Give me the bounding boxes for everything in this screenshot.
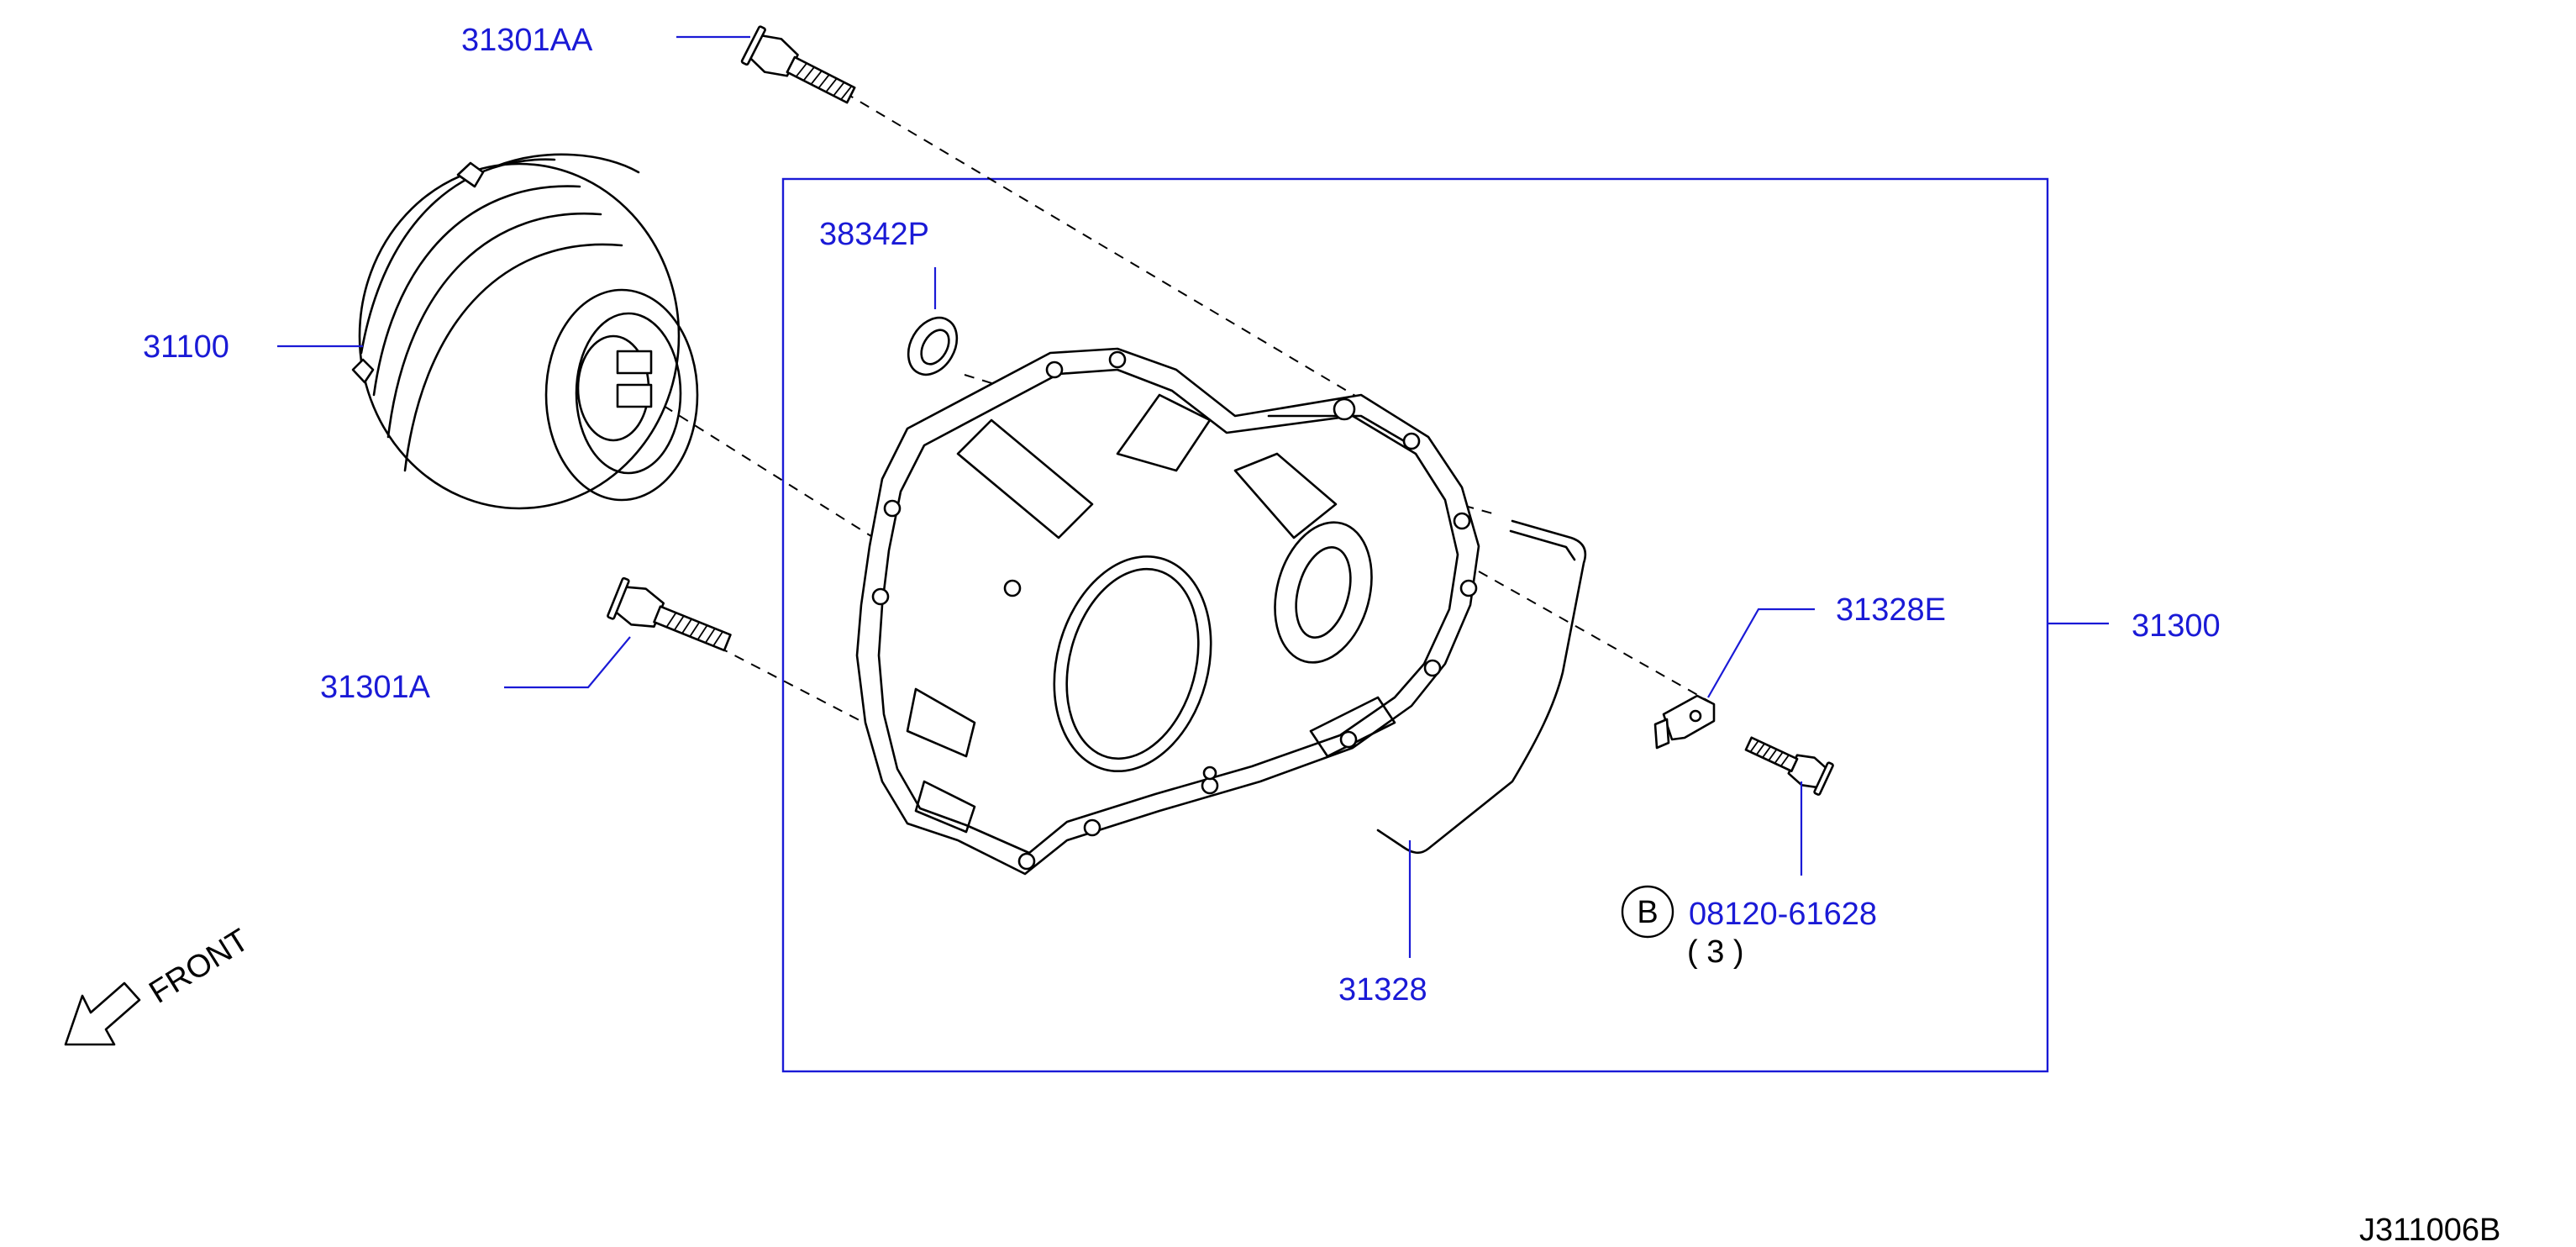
front-arrow-icon xyxy=(64,981,141,1046)
assembly-group-box xyxy=(781,177,2049,1073)
oil-seal-icon[interactable] xyxy=(898,309,966,383)
label-31300: 31300 xyxy=(2132,608,2221,644)
leader-lines xyxy=(277,35,2109,958)
label-31301A: 31301A xyxy=(320,670,431,705)
diagram-code: J311006B xyxy=(2359,1213,2500,1247)
bolt-quantity: ( 3 ) xyxy=(1687,934,1744,970)
tube-bracket-icon[interactable] xyxy=(1653,694,1716,750)
bolt-symbol-letter: B xyxy=(1637,895,1658,930)
label-38342P: 38342P xyxy=(819,217,929,252)
bolt-31301A-icon[interactable] xyxy=(607,576,735,662)
oil-tube-icon[interactable] xyxy=(1376,519,1587,855)
bolt-symbol-circle xyxy=(1621,885,1674,939)
bolt-31301AA-icon[interactable] xyxy=(740,25,860,113)
label-31301AA: 31301AA xyxy=(461,23,593,58)
label-31100: 31100 xyxy=(143,329,229,365)
bolt-08120-61628-icon[interactable] xyxy=(1742,729,1834,796)
front-label: FRONT xyxy=(144,923,255,1011)
label-08120-61628: 08120-61628 xyxy=(1689,897,1877,932)
torque-converter-icon[interactable] xyxy=(351,153,699,510)
transmission-case-icon[interactable] xyxy=(855,347,1480,876)
label-31328E: 31328E xyxy=(1836,592,1946,628)
label-31328: 31328 xyxy=(1338,972,1427,1008)
